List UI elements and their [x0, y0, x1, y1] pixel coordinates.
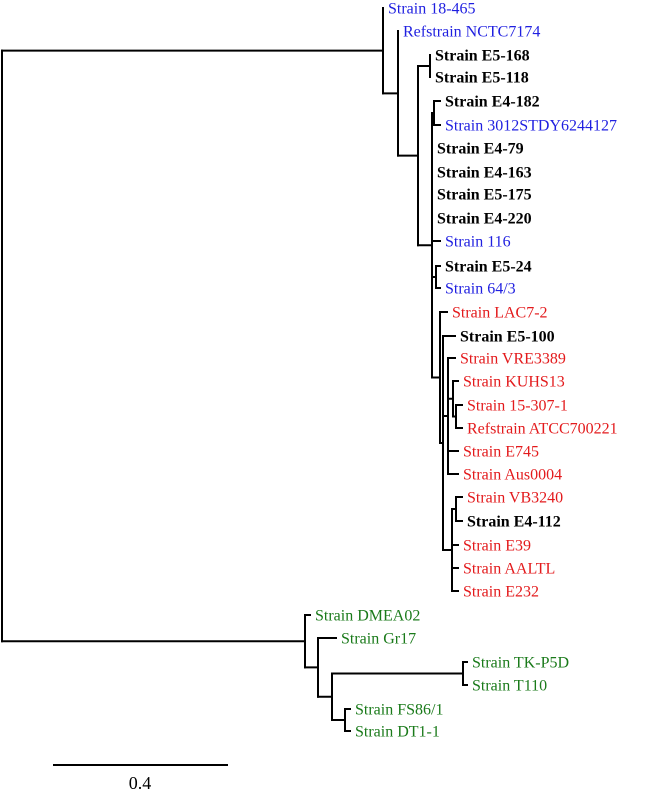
- leaf-label: Strain 3012STDY6244127: [445, 118, 617, 135]
- leaf-label: Strain E5-24: [445, 259, 532, 276]
- leaf-label: Strain E5-175: [437, 187, 532, 204]
- scale-bar: 0.4: [53, 764, 228, 793]
- leaf-label: Strain E745: [463, 444, 539, 461]
- leaf-label: Strain Aus0004: [463, 467, 562, 484]
- leaf-label: Strain T110: [472, 678, 547, 695]
- leaf-label: Strain LAC7-2: [452, 305, 548, 322]
- leaf-label: Strain 64/3: [445, 281, 516, 298]
- leaf-label: Strain KUHS13: [463, 374, 565, 391]
- leaf-label: Refstrain ATCC700221: [467, 421, 618, 438]
- leaf-label: Strain E4-112: [467, 514, 561, 531]
- leaf-label: Strain VB3240: [467, 490, 563, 507]
- scale-bar-label: 0.4: [129, 773, 152, 793]
- leaf-label: Strain E232: [463, 584, 539, 601]
- leaf-label: Strain 116: [445, 234, 511, 251]
- leaf-label: Strain DT1-1: [355, 724, 440, 741]
- leaf-label: Strain E5-168: [435, 48, 530, 65]
- leaf-label: Strain E4-79: [437, 141, 524, 158]
- leaf-label: Strain E4-220: [437, 211, 532, 228]
- leaf-label: Strain AALTL: [463, 561, 555, 578]
- tree-branches: [1, 7, 468, 732]
- leaf-label: Strain VRE3389: [460, 351, 566, 368]
- leaf-label: Strain 15-307-1: [467, 398, 568, 415]
- leaf-label: Strain TK-P5D: [472, 655, 569, 672]
- leaf-label: Strain E39: [463, 538, 531, 555]
- leaf-label: Strain 18-465: [388, 1, 476, 18]
- leaf-label: Strain E4-163: [437, 165, 532, 182]
- leaf-label: Strain FS86/1: [355, 702, 443, 719]
- leaf-label: Strain Gr17: [341, 631, 416, 648]
- leaf-label: Strain E5-118: [435, 70, 529, 87]
- leaf-label: Strain DMEA02: [315, 608, 420, 625]
- leaf-label: Strain E5-100: [460, 329, 555, 346]
- leaf-label: Strain E4-182: [445, 94, 540, 111]
- leaf-label: Refstrain NCTC7174: [403, 24, 540, 41]
